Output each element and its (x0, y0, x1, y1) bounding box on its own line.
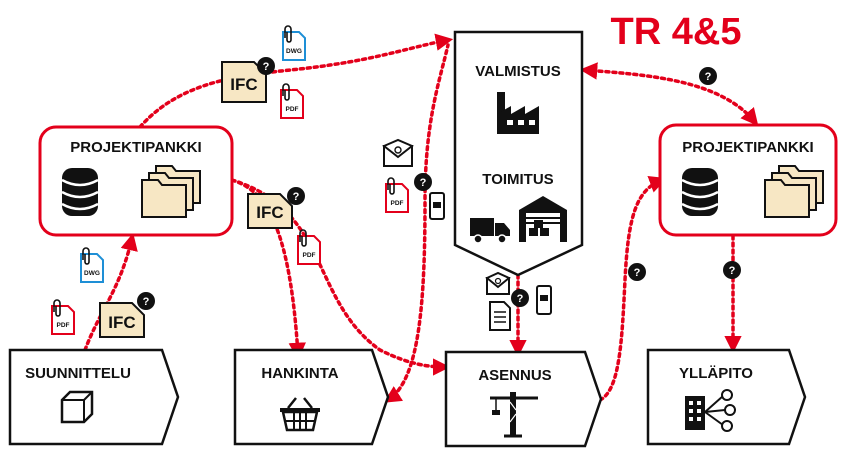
svg-text:PDF: PDF (303, 252, 316, 259)
svg-text:PDF: PDF (391, 200, 404, 207)
warehouse-icon (519, 196, 567, 242)
folder-icon (141, 165, 201, 218)
question-icon (699, 67, 717, 85)
page-title: TR 4&5 (611, 11, 742, 53)
truck-icon (470, 218, 510, 244)
stage-suunnittelu: SUUNNITTELU (8, 348, 180, 446)
connector-valmistus-projektipankki-right (579, 62, 759, 127)
question-icon (287, 187, 305, 205)
toimitus-label: TOIMITUS (482, 171, 553, 188)
cube-icon (60, 390, 94, 424)
crane-icon (490, 392, 538, 438)
yllapito-label: YLLÄPITO (679, 365, 753, 382)
svg-text:IFC: IFC (108, 313, 135, 332)
connector-hankinta-valmistus (383, 43, 450, 403)
factory-icon (497, 92, 539, 134)
projektipankki-right-label: PROJEKTIPANKKI (682, 139, 813, 156)
pdf-file-center: PDF (385, 177, 409, 213)
valmistus-toimitus-block: VALMISTUS TOIMITUS (453, 30, 584, 277)
connector-asennus-projektipankki-right (598, 176, 667, 402)
projektipankki-right: PROJEKTIPANKKI (658, 123, 838, 237)
connector-suunnittelu-projektipankki (83, 232, 138, 352)
stage-yllapito: YLLÄPITO (646, 348, 807, 446)
pdf-file-middle: PDF (297, 229, 321, 265)
svg-text:IFC: IFC (256, 203, 283, 222)
connector-projektipankki-valmistus (138, 33, 454, 129)
question-icon (257, 57, 275, 75)
valmistus-label: VALMISTUS (475, 63, 561, 80)
question-icon (137, 292, 155, 310)
asennus-label: ASENNUS (478, 367, 551, 384)
svg-text:PDF: PDF (286, 106, 299, 113)
pdf-file-top: PDF (280, 83, 304, 119)
phone-icon (429, 192, 445, 220)
database-icon (680, 166, 720, 218)
dwg-file-left: DWG (80, 247, 104, 283)
question-icon (628, 263, 646, 281)
stage-hankinta: HANKINTA (233, 348, 390, 446)
email-icon (382, 138, 414, 167)
document-icon (489, 301, 511, 331)
stage-asennus: ASENNUS (444, 350, 603, 448)
svg-text:DWG: DWG (286, 48, 302, 55)
projektipankki-left-label: PROJEKTIPANKKI (70, 139, 201, 156)
question-icon (723, 261, 741, 279)
folder-icon (764, 165, 824, 218)
basket-icon (280, 397, 320, 432)
ifc-file-bottom: IFC (99, 292, 155, 338)
phone-icon (536, 285, 552, 315)
svg-text:PDF: PDF (57, 322, 70, 329)
dwg-file-top: DWG (282, 25, 306, 61)
svg-text:DWG: DWG (84, 270, 100, 277)
email-icon (485, 271, 511, 295)
projektipankki-left: PROJEKTIPANKKI (38, 125, 234, 237)
question-icon (414, 173, 432, 191)
ifc-file-middle: IFC (247, 187, 305, 229)
suunnittelu-label: SUUNNITTELU (25, 365, 131, 382)
question-icon (511, 289, 529, 307)
database-icon (60, 166, 100, 218)
ifc-file-top: IFC (221, 57, 275, 103)
building-network-icon (685, 389, 736, 432)
hankinta-label: HANKINTA (261, 365, 338, 382)
svg-text:IFC: IFC (230, 75, 257, 94)
pdf-file-left: PDF (51, 299, 75, 335)
